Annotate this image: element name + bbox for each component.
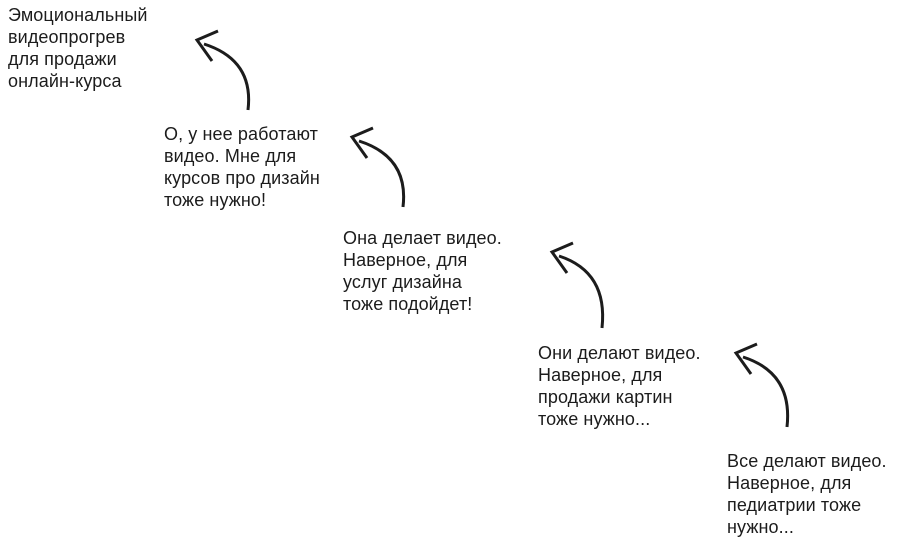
curved-arrow-up-left-icon: [349, 126, 406, 208]
note-pediatrics: Все делают видео. Наверное, для педиатри…: [727, 450, 887, 538]
note-line: педиатрии тоже: [727, 495, 862, 515]
note-line: Наверное, для: [343, 250, 468, 270]
note-line: О, у нее работают: [164, 124, 319, 144]
note-line: курсов про дизайн: [164, 168, 320, 188]
curved-arrow-up-left-icon: [549, 241, 605, 329]
note-line: видеопрогрев: [8, 27, 126, 47]
note-line: нужно...: [727, 517, 794, 537]
note-line: Наверное, для: [538, 365, 663, 385]
note-line: Наверное, для: [727, 473, 852, 493]
note-design-services: Она делает видео. Наверное, для услуг ди…: [343, 227, 502, 315]
note-line: тоже нужно!: [164, 190, 267, 210]
note-line: Все делают видео.: [727, 451, 887, 471]
note-line: тоже подойдет!: [343, 294, 473, 314]
note-selling-paintings: Они делают видео. Наверное, для продажи …: [538, 342, 701, 430]
note-line: продажи картин: [538, 387, 673, 407]
note-line: для продажи: [8, 49, 117, 69]
note-design-courses: О, у нее работают видео. Мне для курсов …: [164, 123, 320, 211]
note-line: услуг дизайна: [343, 272, 462, 292]
note-line: Они делают видео.: [538, 343, 701, 363]
note-line: Эмоциональный: [8, 5, 148, 25]
curved-arrow-up-left-icon: [733, 342, 790, 428]
curved-arrow-up-left-icon: [194, 29, 251, 111]
note-online-course: Эмоциональный видеопрогрев для продажи о…: [8, 4, 148, 92]
note-line: тоже нужно...: [538, 409, 651, 429]
note-line: онлайн-курса: [8, 71, 122, 91]
note-line: видео. Мне для: [164, 146, 297, 166]
note-line: Она делает видео.: [343, 228, 502, 248]
